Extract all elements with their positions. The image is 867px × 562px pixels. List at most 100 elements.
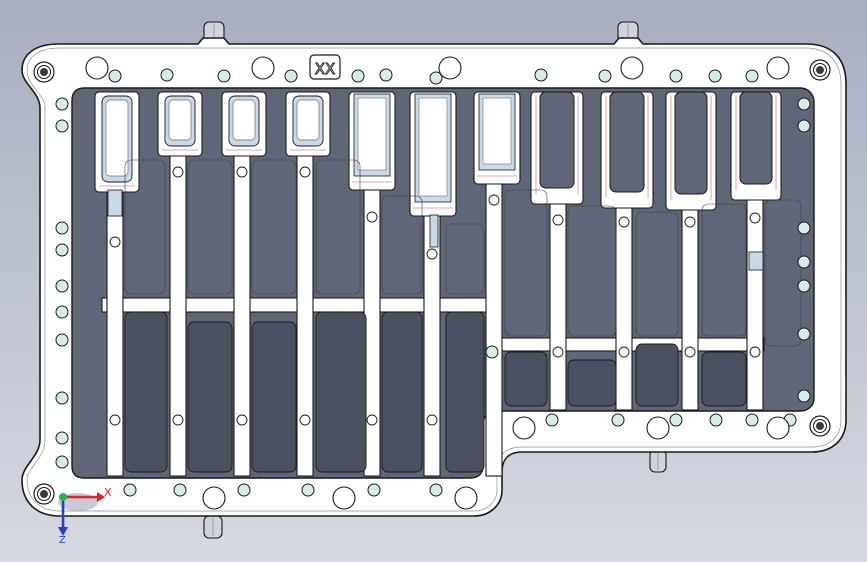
frame-hole: [708, 69, 722, 83]
x-axis-arrow: [97, 492, 105, 502]
fork-slot: [674, 91, 708, 195]
frame-hole: [55, 279, 69, 293]
fork-slot: [739, 91, 773, 185]
rib-hole: [488, 194, 500, 206]
pocket-edge: [445, 223, 485, 295]
frame-hole: [55, 455, 69, 469]
frame-hole: [173, 483, 187, 497]
tooth-slot-inner: [105, 99, 129, 177]
frame-hole: [160, 68, 174, 82]
pocket-pane: [445, 311, 485, 473]
mounting-holes: [55, 56, 811, 510]
frame-hole: [351, 69, 365, 83]
rib-hole: [749, 346, 761, 358]
outline-offset: [26, 47, 842, 512]
pocket-pane: [124, 311, 168, 473]
large-hole: [454, 486, 478, 510]
rib-hole: [366, 414, 378, 426]
engraving-text: XX: [315, 60, 336, 78]
rib-hole: [749, 212, 761, 224]
rib-hole: [236, 166, 248, 178]
frame-hole: [55, 333, 69, 347]
pocket-edge: [567, 205, 617, 337]
frame-hole: [797, 327, 811, 341]
frame-hole: [55, 391, 69, 405]
frame-hole: [797, 97, 811, 111]
frame-hole: [797, 221, 811, 235]
z-axis-label: Z: [59, 535, 66, 546]
frame-hole: [745, 69, 759, 83]
frame-hole: [301, 483, 315, 497]
corner-screws: [33, 59, 831, 505]
pocket-cells: [124, 159, 802, 473]
rib-hole: [618, 216, 630, 228]
frame-hole: [379, 68, 393, 82]
frame-hole: [797, 255, 811, 269]
pocket-edge: [251, 159, 297, 295]
rib-hole: [684, 216, 696, 228]
rib-hole: [366, 211, 378, 223]
frame-hole: [55, 305, 69, 319]
pocket-pane: [567, 359, 617, 407]
pocket-edge: [124, 159, 166, 295]
frame-hole: [797, 389, 811, 403]
frame-hole: [611, 413, 625, 427]
frame-hole: [429, 483, 443, 497]
pocket-pane: [187, 321, 233, 473]
fork-slot: [539, 91, 575, 189]
pocket-edge: [187, 159, 233, 295]
frame-hole: [123, 483, 137, 497]
rib-hole: [552, 214, 564, 226]
pocket-edge: [701, 203, 747, 337]
tooth-face-inner: [357, 97, 387, 171]
large-hole: [438, 56, 462, 80]
pocket-edge: [381, 195, 423, 295]
rib-hole: [426, 248, 438, 260]
pocket-edge: [315, 159, 361, 295]
engraving-box: XX: [309, 54, 341, 80]
rib-hole: [684, 346, 696, 358]
frame-hole: [55, 97, 69, 111]
rib-hole: [109, 236, 121, 248]
frame-hole: [669, 413, 683, 427]
screw-core: [40, 490, 48, 498]
pocket-pane: [635, 343, 679, 407]
screw-core: [816, 66, 824, 74]
frame-hole: [367, 483, 381, 497]
large-hole: [646, 416, 670, 440]
large-hole: [85, 56, 109, 80]
frame-hole: [598, 69, 612, 83]
screw-core: [40, 68, 48, 76]
pocket-pane: [381, 311, 423, 473]
pocket-pane: [701, 351, 747, 407]
x-axis-label: X: [104, 486, 112, 499]
frame-hole: [429, 71, 443, 85]
rib-hole: [426, 414, 438, 426]
large-hole: [766, 416, 790, 440]
rib-hole: [109, 414, 121, 426]
rib-hole: [236, 414, 248, 426]
rib-hole: [172, 166, 184, 178]
tooth-slot-inner: [232, 99, 256, 141]
pocket-edge: [504, 189, 548, 337]
frame-hole: [55, 119, 69, 133]
large-hole: [332, 486, 356, 510]
tooth-neck: [429, 214, 439, 248]
frame-hole: [797, 279, 811, 293]
frame-hole: [709, 413, 723, 427]
frame-hole: [55, 221, 69, 235]
frame-hole: [237, 483, 251, 497]
rib-hole: [552, 346, 564, 358]
tooth-face-inner: [482, 97, 512, 165]
pocket-edge: [635, 211, 679, 337]
fork-slot: [609, 91, 645, 193]
frame-hole: [217, 69, 231, 83]
frame-hole: [284, 69, 298, 83]
large-hole: [512, 416, 536, 440]
z-axis-arrow: [58, 527, 68, 536]
tooth-slot-inner: [296, 99, 320, 141]
frame-hole: [485, 345, 499, 359]
